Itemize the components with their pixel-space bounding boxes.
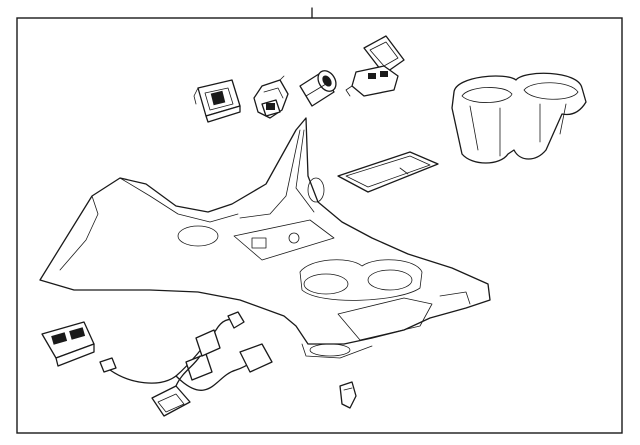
diagram-frame <box>16 17 623 434</box>
power-socket-part <box>299 70 337 107</box>
cup-holder-insert-part <box>451 72 587 164</box>
lamp-bracket-part <box>253 75 289 119</box>
console-housing-part <box>39 117 491 359</box>
retainer-clip-part <box>339 381 357 409</box>
storage-tray-mat-part <box>337 151 439 193</box>
switch-module-small-part <box>193 79 241 123</box>
seat-heater-switch-part <box>41 321 95 367</box>
usb-port-lid-part <box>345 35 405 97</box>
wiring-harness-part <box>99 311 273 417</box>
